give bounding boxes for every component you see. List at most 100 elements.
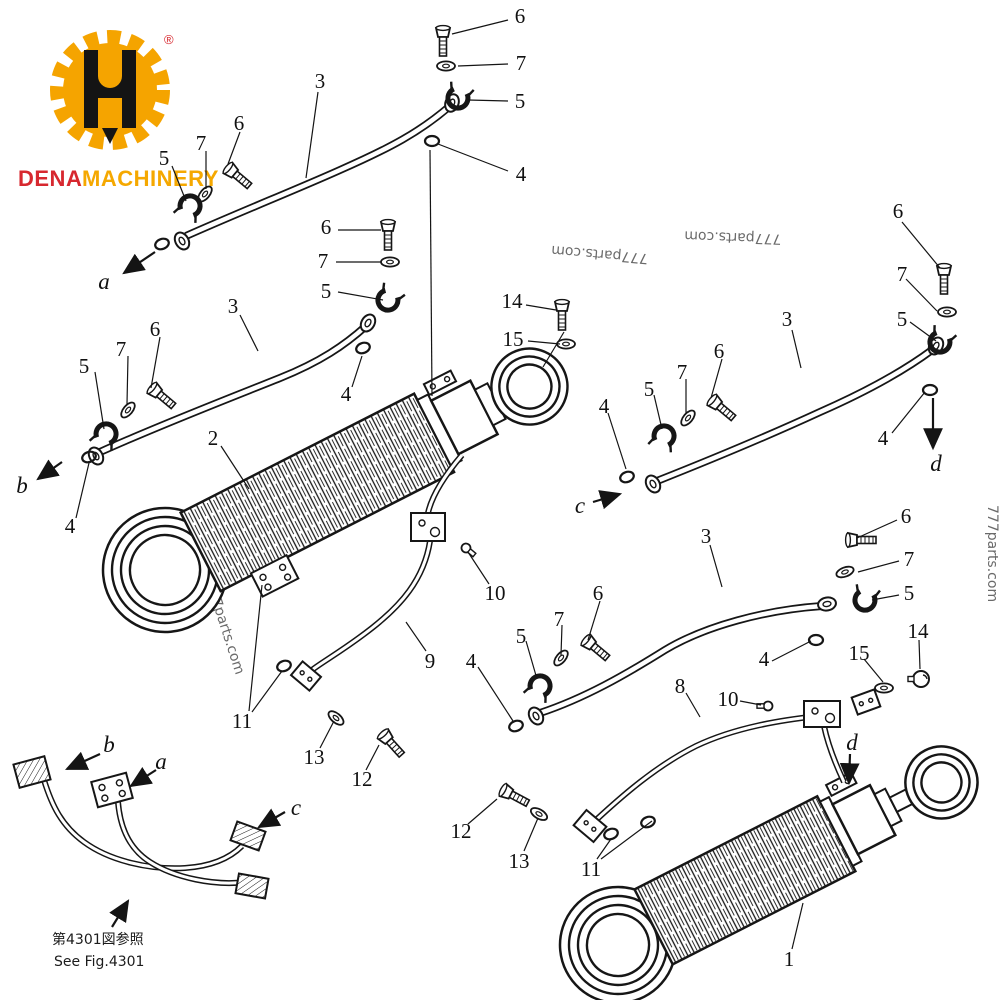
part-label-p5: 5 bbox=[79, 354, 90, 378]
part-label-c: c bbox=[291, 795, 301, 820]
hose-eye-fitting bbox=[173, 231, 191, 251]
leader-line bbox=[365, 744, 380, 771]
part-label-p2: 2 bbox=[208, 426, 219, 450]
part-label-p6: 6 bbox=[901, 504, 912, 528]
bolt-part bbox=[220, 160, 255, 193]
part-label-p4: 4 bbox=[599, 394, 610, 418]
washer-part bbox=[325, 707, 347, 729]
flange-plate bbox=[90, 771, 134, 809]
leader-line bbox=[171, 165, 187, 202]
pipe-core bbox=[594, 714, 819, 822]
leader-line bbox=[685, 692, 701, 718]
eye-hole bbox=[822, 600, 832, 608]
coil-ring bbox=[912, 753, 971, 812]
hose-core bbox=[539, 603, 823, 716]
pipe-outline bbox=[593, 713, 819, 823]
leader-line bbox=[239, 314, 259, 352]
leader-line bbox=[467, 798, 498, 825]
cylinder-bellows-body bbox=[632, 794, 858, 966]
direction-arrow bbox=[839, 753, 860, 786]
coil-ring bbox=[498, 355, 561, 418]
part-label-p7: 7 bbox=[904, 547, 915, 571]
bolt-part bbox=[936, 262, 952, 295]
valve-block bbox=[803, 700, 841, 728]
leader-line bbox=[437, 143, 509, 172]
eye-ring bbox=[173, 231, 191, 251]
leader-line bbox=[337, 291, 384, 301]
eye-ring bbox=[527, 706, 545, 726]
plug-part bbox=[458, 540, 479, 560]
leader-line bbox=[126, 355, 129, 405]
leader-lines-layer bbox=[36, 19, 943, 950]
block-body bbox=[410, 512, 446, 542]
leader-line bbox=[467, 99, 509, 102]
leader-line bbox=[525, 640, 538, 680]
leader-line bbox=[94, 371, 105, 430]
o-ring-part bbox=[807, 633, 825, 647]
coil-ring bbox=[585, 912, 651, 978]
part-label-p3: 3 bbox=[315, 69, 326, 93]
bolt-hole bbox=[299, 670, 305, 676]
bolt-hole bbox=[591, 826, 597, 832]
part-label-p3: 3 bbox=[782, 307, 793, 331]
leader-line bbox=[319, 720, 335, 749]
bracket-plate bbox=[850, 688, 882, 716]
leader-line bbox=[220, 445, 250, 490]
hose-3-left bbox=[87, 313, 377, 466]
leader-line bbox=[856, 519, 898, 539]
coil-ring bbox=[920, 761, 963, 804]
leader-line bbox=[467, 551, 490, 585]
part-label-p11: 11 bbox=[581, 857, 601, 881]
leader-line bbox=[457, 63, 509, 67]
part-label-p7: 7 bbox=[516, 51, 527, 75]
leader-line bbox=[909, 321, 937, 342]
o-ring-part bbox=[274, 657, 294, 675]
leader-line bbox=[477, 666, 514, 722]
leader-line bbox=[653, 394, 663, 430]
flange-plate bbox=[229, 820, 267, 852]
pipe-core bbox=[42, 779, 244, 870]
washer-part bbox=[677, 407, 699, 429]
flange-plate bbox=[234, 872, 270, 900]
part-label-p12: 12 bbox=[352, 767, 373, 791]
leader-line bbox=[607, 412, 627, 470]
coil-ring bbox=[128, 533, 202, 607]
leader-line bbox=[305, 91, 319, 179]
direction-arrow bbox=[122, 251, 156, 275]
watermark-text: 777parts.com bbox=[684, 227, 782, 246]
part-label-p5: 5 bbox=[515, 89, 526, 113]
coil-ring bbox=[490, 347, 569, 426]
watermark-text: 777parts.com bbox=[551, 242, 649, 266]
washer-part bbox=[874, 682, 894, 694]
clamp-part bbox=[524, 672, 556, 703]
part-label-p7: 7 bbox=[554, 607, 565, 631]
port-hole bbox=[418, 519, 426, 527]
part-label-p14: 14 bbox=[908, 619, 930, 643]
pipe-end-flange bbox=[572, 808, 608, 844]
clamp-part bbox=[851, 584, 880, 613]
eye-ring bbox=[359, 313, 377, 333]
part-label-p6: 6 bbox=[593, 581, 604, 605]
bolt-hole bbox=[259, 573, 267, 582]
leader-line bbox=[709, 544, 723, 588]
hydraulic-cylinder-2 bbox=[101, 347, 569, 634]
eye-hole bbox=[364, 318, 372, 328]
pipe-flange-b bbox=[12, 755, 52, 789]
ball-fitting-part bbox=[907, 670, 930, 688]
leader-line bbox=[600, 820, 653, 860]
callout-labels-layer: 67534a576675341415576b4267534d5764c10911… bbox=[16, 4, 942, 971]
part-label-p6: 6 bbox=[150, 317, 161, 341]
bolt-hole bbox=[98, 783, 106, 792]
port-hole bbox=[429, 526, 441, 538]
part-label-p11: 11 bbox=[232, 709, 252, 733]
washer-part bbox=[117, 399, 139, 421]
reference-note-jp: 第4301図参照 bbox=[52, 931, 144, 948]
bolt-part bbox=[435, 24, 451, 57]
part-label-a: a bbox=[98, 269, 110, 294]
bolt-part bbox=[375, 726, 408, 761]
hose-eye-fitting bbox=[817, 596, 837, 612]
washer-part bbox=[834, 563, 856, 581]
leader-line bbox=[857, 560, 900, 573]
part-label-p1: 1 bbox=[784, 947, 795, 971]
